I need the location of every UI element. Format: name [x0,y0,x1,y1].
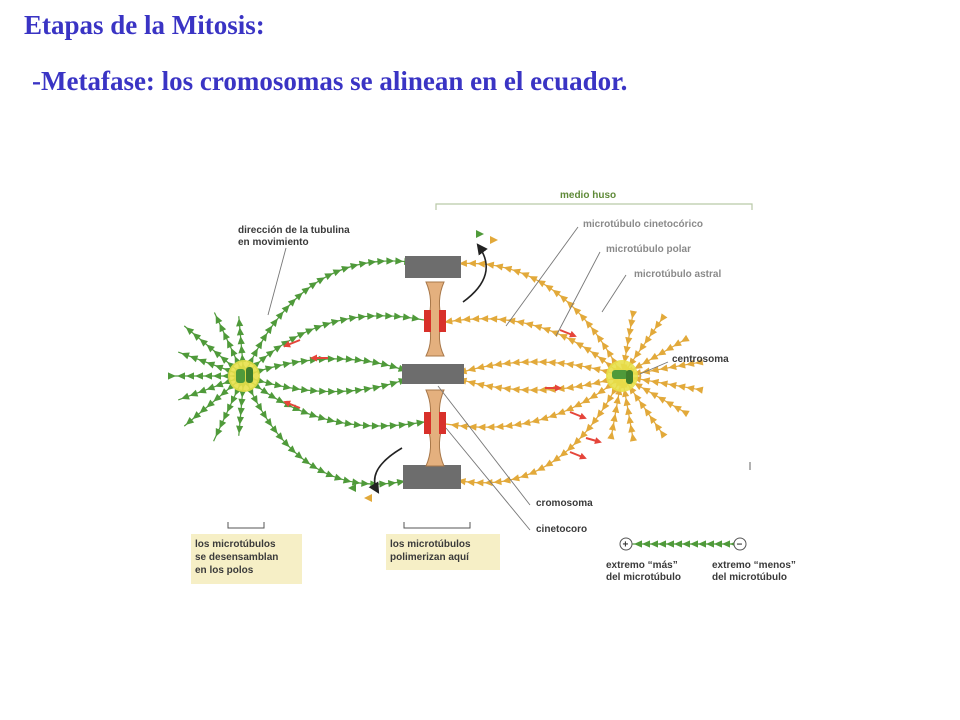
chromosome-label: cromosoma [536,498,593,509]
spindle-microtubule-right [454,375,623,484]
page-title: Etapas de la Mitosis: [24,10,265,40]
tubulin-direction-line-2: en movimiento [238,237,309,248]
overlap-zone-bottom [403,465,461,489]
half-spindle-bracket: medio huso [435,190,753,210]
kinetochore-top-right [439,310,446,332]
tubulin-flow-arrows [283,329,602,460]
spindle-microtubules-right [444,259,628,487]
free-tubulin-bottom-1 [348,484,356,492]
plus-end-symbol [619,537,633,551]
flux-arrow-top [462,243,488,303]
flux-arrow-bottom [368,447,403,494]
minus-end-symbol [733,537,747,551]
overlap-zone-top [405,256,461,278]
red-flow-arrow [545,384,562,392]
half-spindle-label: medio huso [560,190,616,201]
tubulin-direction-label: dirección de la tubulina en movimiento [238,225,352,248]
legend-microtubule [632,540,738,548]
kinetochore-bottom-right [439,412,446,434]
centrosome-right [606,360,638,392]
bottom-brackets [227,522,471,529]
polymerize-box: los microtúbulos polimerizan aquí [386,534,500,570]
polar-microtubule-label: microtúbulo polar [606,244,691,255]
minus-end-label: extremo “menos” del microtúbulo [712,560,799,583]
red-flow-arrow [569,451,587,460]
red-flow-arrow [569,411,587,420]
kinetochore-bottom-left [424,412,431,434]
minus-symbol-text: − [737,540,743,551]
spindle-microtubule-left [243,375,411,485]
red-flow-arrow [310,354,328,362]
flux-arrows [348,230,498,502]
depolymerize-box: los microtúbulos se desensamblan en los … [191,534,302,584]
chromosome-top [424,281,446,357]
tubulin-direction-line-1: dirección de la tubulina [238,225,350,236]
overlap-zones [402,256,464,489]
kinetochore-microtubule-label: microtúbulo cinetocórico [583,219,703,230]
astral-microtubule-label: microtúbulo astral [634,269,721,280]
plus-symbol-text: + [623,540,629,551]
svg-text:los microtúbulos polimer: los microtúbulos polimerizan aquí [390,539,473,563]
centrosome-label: centrosoma [672,354,729,365]
free-tubulin-top-2 [490,236,498,244]
microtubule-polarity-legend: + − extremo “más” del microtúbulo extrem… [606,537,799,583]
spindle-microtubules-left [238,257,425,488]
svg-text:los microtúbulos se dese: los microtúbulos se desensamblan en los … [195,539,281,576]
centrosome-left [228,360,260,392]
overlap-zone-middle [402,364,464,384]
red-flow-arrow [559,329,577,338]
plus-end-label: extremo “más” del microtúbulo [606,560,681,583]
chromosome-bottom [424,389,446,467]
free-tubulin-top-1 [476,230,484,238]
red-flow-arrow [585,437,602,444]
leader-lines [267,226,669,531]
kinetochore-label: cinetocoro [536,524,587,535]
kinetochore-top-left [424,310,431,332]
free-tubulin-bottom-2 [364,494,372,502]
page-subtitle: -Metafase: los cromosomas se alinean en … [32,66,628,96]
